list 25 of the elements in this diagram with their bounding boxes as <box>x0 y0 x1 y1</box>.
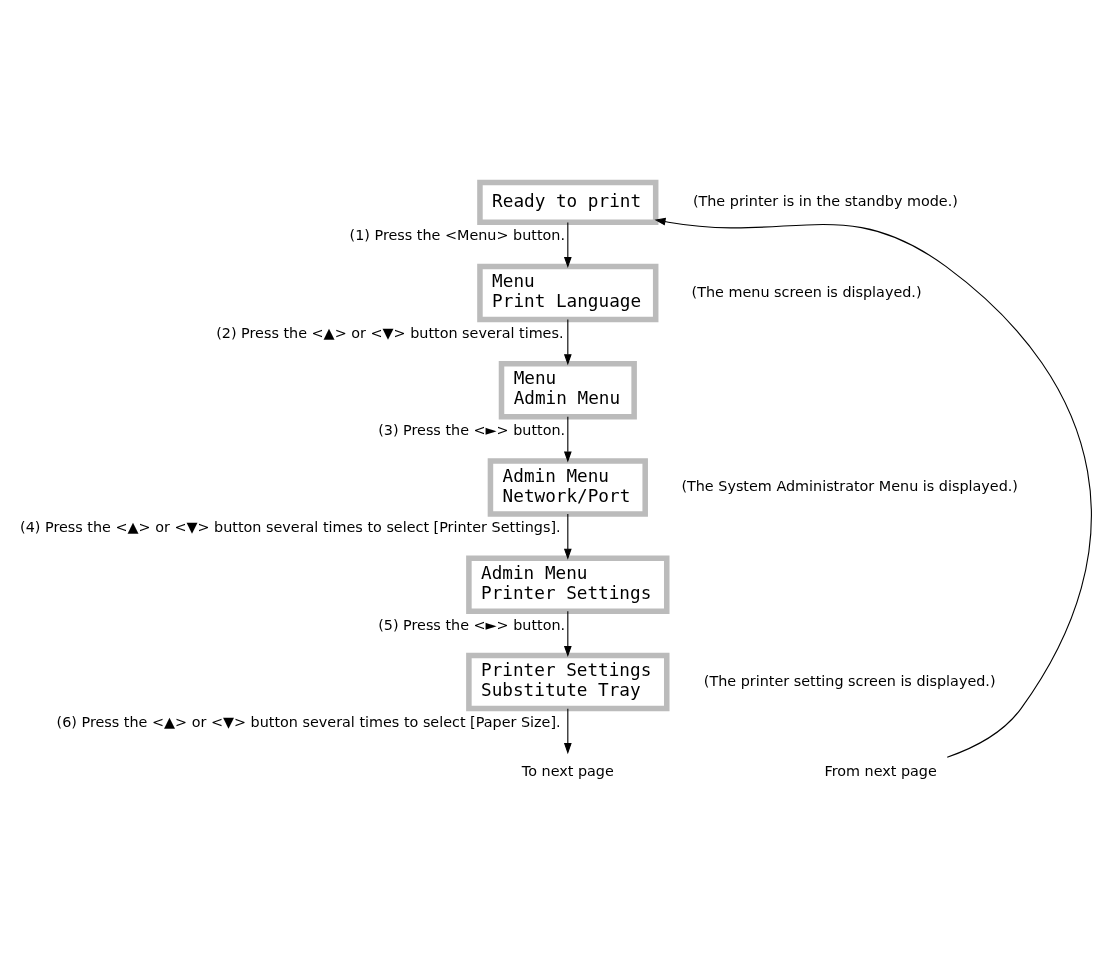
node-box: Admin Menu Printer Settings <box>466 554 670 614</box>
node-text: From next page <box>824 762 937 779</box>
node-box: Printer Settings Substitute Tray <box>466 652 670 711</box>
edge-label: (1) Press the <Menu> button. <box>349 226 565 243</box>
edge-label: (4) Press the <▲> or <▼> button several times to select [Printer Settings]. <box>20 518 561 535</box>
node-label: (The System Administrator Menu is displayed.) <box>681 477 1018 494</box>
arrow <box>563 610 572 657</box>
node-label: (The printer setting screen is displayed.) <box>703 672 996 689</box>
arrow <box>563 318 572 365</box>
edge-label: (2) Press the <▲> or <▼> button several times. <box>216 324 564 341</box>
node-box: Menu Print Language <box>477 263 659 322</box>
arrow <box>563 707 572 754</box>
node-box: Menu Admin Menu <box>498 360 637 420</box>
node-label: (The menu screen is displayed.) <box>691 283 922 300</box>
arrow <box>563 415 572 463</box>
arrow <box>563 513 572 560</box>
node-box: Ready to print <box>477 179 659 225</box>
node-label: (The printer is in the standby mode.) <box>692 192 958 209</box>
node-text: To next page <box>521 762 614 779</box>
edge-label: (3) Press the <►> button. <box>378 421 566 438</box>
edge-label: (5) Press the <►> button. <box>378 616 566 633</box>
edge-label: (6) Press the <▲> or <▼> button several times to select [Paper Size]. <box>56 713 561 730</box>
arrow <box>654 217 1092 758</box>
node-box: Admin Menu Network/Port <box>487 457 648 517</box>
arrow <box>563 221 572 268</box>
